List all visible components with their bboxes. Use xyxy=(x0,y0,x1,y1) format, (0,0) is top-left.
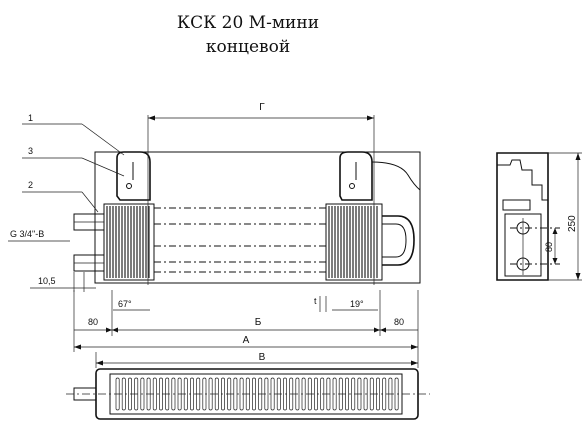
svg-text:G 3/4"-В: G 3/4"-В xyxy=(10,229,44,239)
angle-right-label: 19° xyxy=(350,299,364,309)
top-fin xyxy=(326,377,331,411)
drawing-title: КСК 20 М-мини xyxy=(177,13,319,33)
left-mount-hole xyxy=(126,183,132,189)
top-fin xyxy=(202,377,207,411)
top-fin xyxy=(214,377,219,411)
top-fin xyxy=(314,377,318,411)
top-fin xyxy=(270,377,275,411)
dimension-g: Г xyxy=(147,102,375,285)
dimension-b: 80 Б 80 xyxy=(73,290,419,352)
callout-pipe-offset: 10,5 xyxy=(30,272,96,292)
top-fin xyxy=(345,377,349,411)
top-fin xyxy=(146,377,151,411)
dimension-pipe-spacing: 80 xyxy=(544,228,558,264)
left-collector xyxy=(116,151,151,201)
t-label: t xyxy=(314,296,317,306)
top-fin xyxy=(276,377,281,411)
dimension-g-label: Г xyxy=(259,102,265,113)
top-fin xyxy=(363,377,368,411)
top-fin xyxy=(338,377,343,411)
top-fin xyxy=(140,377,145,411)
dimension-b-label: Б xyxy=(255,317,262,328)
top-fin xyxy=(376,377,380,411)
callout-1: 1 xyxy=(22,113,125,156)
callout-thread: G 3/4"-В xyxy=(8,229,70,242)
dimension-v: В xyxy=(95,352,419,368)
top-fin xyxy=(190,377,194,411)
top-fin xyxy=(159,377,163,411)
callout-2: 2 xyxy=(22,180,99,213)
top-view xyxy=(66,368,430,420)
top-fin xyxy=(227,377,232,411)
top-fin xyxy=(115,377,120,411)
top-fin xyxy=(208,377,213,411)
u-bend-inner xyxy=(382,223,407,258)
angle-left-label: 67° xyxy=(118,299,132,309)
top-fin xyxy=(357,377,362,411)
front-view xyxy=(73,151,421,284)
top-fin xyxy=(134,377,139,411)
svg-text:1: 1 xyxy=(28,113,33,123)
top-fin xyxy=(382,377,387,411)
dimension-a-label: А xyxy=(243,335,250,346)
top-fin xyxy=(121,377,126,411)
right-fin-frame xyxy=(325,203,383,281)
right-bracket xyxy=(371,161,421,191)
top-fin xyxy=(245,377,250,411)
dimension-angles: 67° 19° t xyxy=(113,296,378,312)
top-fin xyxy=(332,377,337,411)
svg-text:10,5: 10,5 xyxy=(38,276,56,286)
u-bend-outer xyxy=(382,215,415,266)
top-fin xyxy=(320,377,325,411)
top-fin xyxy=(177,377,182,411)
height-label: 250 xyxy=(567,215,578,232)
pipe-spacing-label: 80 xyxy=(544,242,554,252)
top-fin xyxy=(388,377,393,411)
casing-outline xyxy=(94,151,421,284)
side-left-label: 80 xyxy=(88,317,98,327)
top-fin xyxy=(351,377,356,411)
right-mount-hole xyxy=(349,183,355,189)
top-fin xyxy=(183,377,188,411)
top-fin xyxy=(196,377,201,411)
side-view-profile xyxy=(497,159,548,201)
svg-text:3: 3 xyxy=(28,146,33,156)
top-fin xyxy=(239,377,244,411)
top-fin xyxy=(171,377,176,411)
side-view xyxy=(496,152,560,281)
side-view-fin-block xyxy=(504,213,542,277)
top-fin xyxy=(233,377,238,411)
top-fin xyxy=(307,377,312,411)
side-view-bracket xyxy=(502,199,531,211)
side-right-label: 80 xyxy=(394,317,404,327)
left-fin-frame xyxy=(103,203,155,281)
top-fin xyxy=(258,377,263,411)
top-fin xyxy=(128,377,132,411)
svg-text:2: 2 xyxy=(28,180,33,190)
top-fin xyxy=(165,377,170,411)
dimension-a: А xyxy=(74,335,418,350)
top-fin xyxy=(369,377,374,411)
top-fin xyxy=(394,377,399,411)
top-fin xyxy=(289,377,294,411)
drawing-subtitle: концевой xyxy=(206,37,290,57)
right-fin-pack xyxy=(325,203,383,281)
top-fin xyxy=(264,377,269,411)
top-fin xyxy=(295,377,300,411)
top-fin xyxy=(283,377,287,411)
top-fin xyxy=(301,377,306,411)
top-fin xyxy=(152,377,157,411)
callout-3: 3 xyxy=(22,146,125,177)
dimension-v-label: В xyxy=(259,352,266,363)
top-fin xyxy=(221,377,225,411)
dimension-height: 250 xyxy=(548,152,582,281)
top-fin xyxy=(252,377,256,411)
left-fin-pack xyxy=(103,203,155,281)
